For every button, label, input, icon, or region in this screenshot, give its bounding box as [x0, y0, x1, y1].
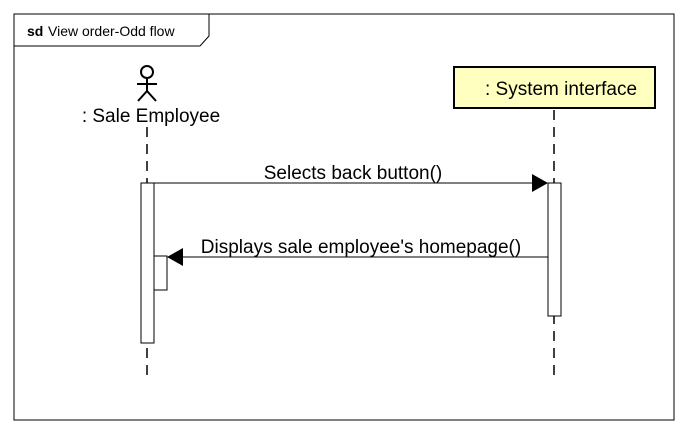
frame-keyword: sd: [27, 23, 43, 39]
actor-icon: [137, 65, 157, 102]
system-activation-bar: [547, 182, 562, 317]
message-label-1: Selects back button(): [264, 163, 442, 184]
actor-nested-activation-bar: [153, 255, 168, 291]
system-interface-box: [453, 66, 656, 109]
message-arrowhead-2: [167, 248, 183, 266]
actor-label: : Sale Employee: [82, 106, 220, 127]
message-label-2: Displays sale employee's homepage(): [201, 237, 521, 258]
frame-tab: [14, 14, 210, 47]
actor-activation-bar: [140, 182, 155, 344]
frame-title: View order-Odd flow: [48, 23, 175, 39]
message-arrowhead-1: [532, 174, 548, 192]
system-interface-label: : System interface: [485, 79, 637, 100]
